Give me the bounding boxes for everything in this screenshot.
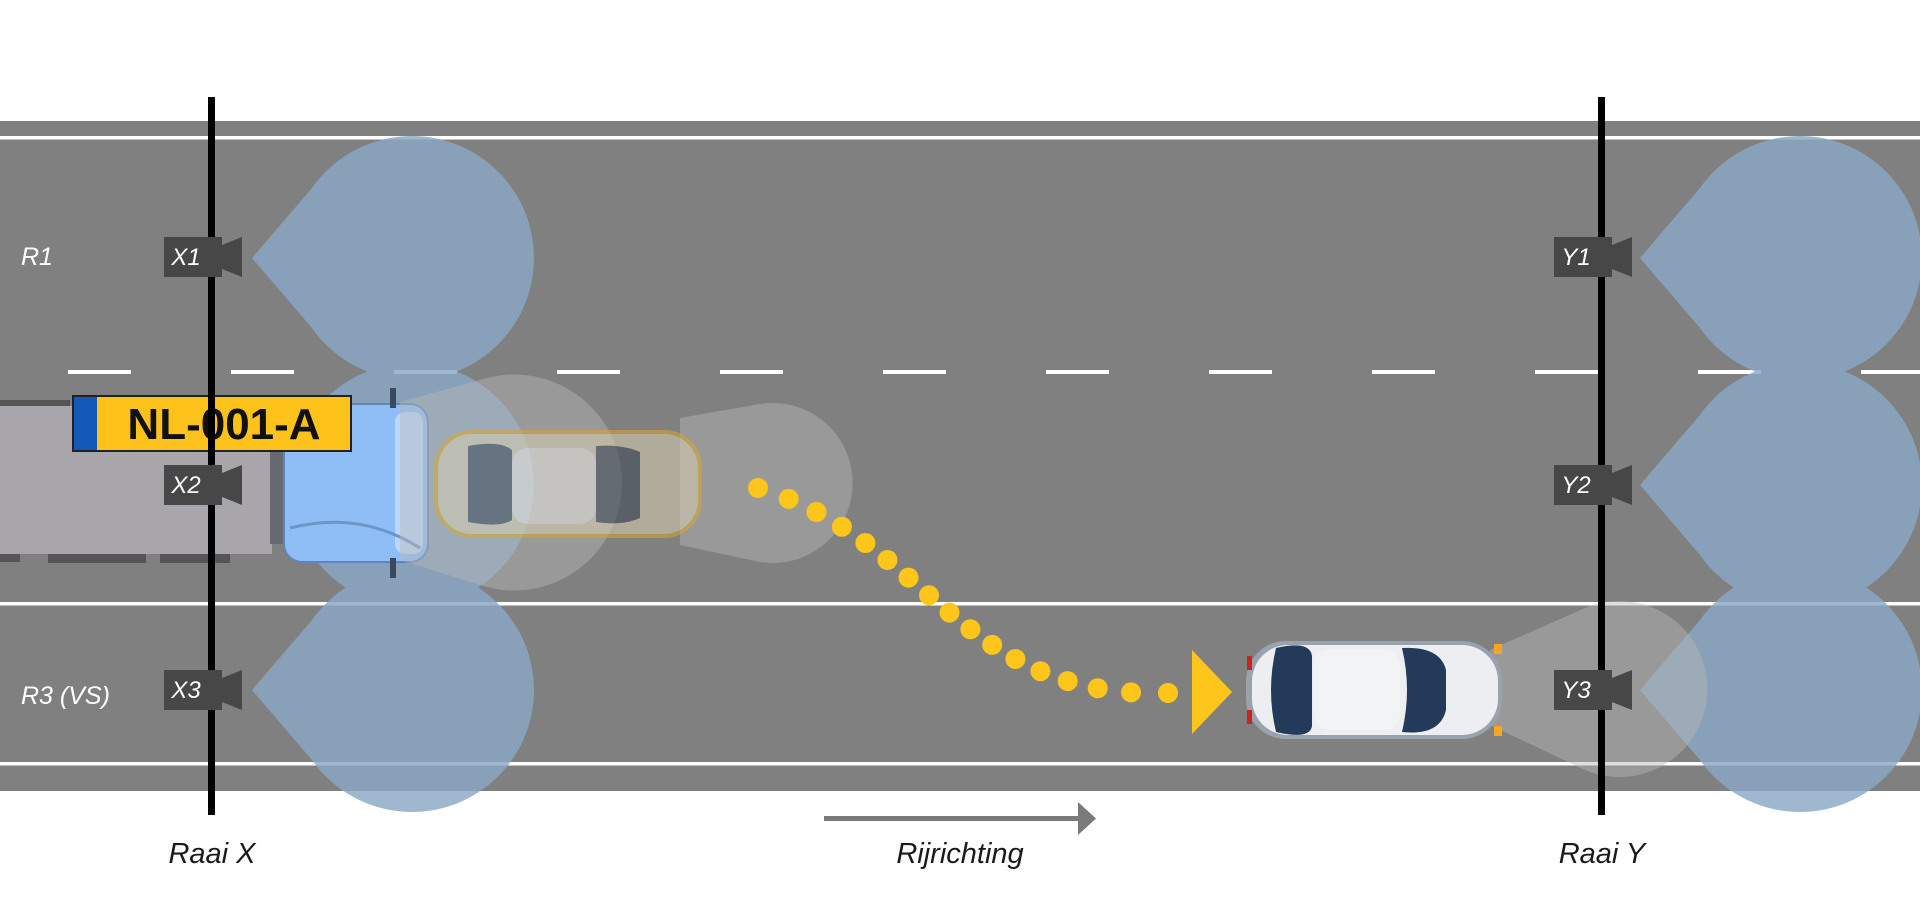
trajectory-dot — [855, 533, 876, 553]
camera-view-x1 — [252, 135, 534, 380]
lane-dash — [720, 370, 783, 374]
trajectory-dot — [748, 478, 768, 498]
camera-view-y2 — [1640, 363, 1920, 607]
trajectory-dot — [1057, 671, 1078, 692]
trajectory-dot — [982, 634, 1003, 655]
raai-y-line — [1598, 97, 1605, 815]
camera-icon — [1612, 237, 1632, 277]
direction-arrow-icon — [824, 802, 1096, 835]
trajectory-dot — [898, 567, 919, 588]
lane-dash — [1209, 370, 1272, 374]
trajectory-arrow-icon — [1192, 650, 1232, 734]
cameras: X1 X2 X3 Y1 Y2 Y3 — [164, 237, 1632, 710]
camera-label-y2: Y2 — [1561, 472, 1590, 499]
raai-y-label: Raai Y — [1559, 838, 1648, 870]
lane-dash — [557, 370, 620, 374]
camera-y1: Y1 — [1554, 237, 1632, 277]
car-icon-ghost — [434, 430, 702, 538]
raai-x-line — [208, 97, 215, 815]
camera-view-y1 — [1640, 136, 1920, 380]
lane-dash — [1372, 370, 1435, 374]
camera-y2: Y2 — [1554, 465, 1632, 505]
car-icon — [1246, 641, 1502, 739]
camera-y3: Y3 — [1554, 670, 1632, 710]
camera-label-x1: X1 — [170, 244, 200, 271]
trajectory-dot — [1005, 649, 1026, 669]
trajectory-dot — [1030, 661, 1051, 682]
camera-x2: X2 — [164, 465, 242, 505]
trajectory — [748, 478, 1178, 703]
lane-label-r1: R1 — [21, 243, 53, 271]
trajectory-dot — [831, 516, 852, 537]
lane-label-r3: R3 (VS) — [21, 682, 110, 710]
camera-icon — [222, 670, 242, 710]
lane-dash — [1046, 370, 1109, 374]
camera-label-x2: X2 — [170, 472, 200, 499]
trajectory-dot — [1158, 683, 1178, 703]
trajectory-dot — [960, 619, 981, 640]
trajectory-dot — [1121, 682, 1141, 703]
lane-dash — [1535, 370, 1598, 374]
camera-label-x3: X3 — [170, 677, 201, 704]
trajectory-dot — [939, 602, 960, 623]
license-plate-text: NL-001-A — [127, 400, 320, 449]
lane-dash — [1861, 370, 1920, 374]
trajectory-dot — [806, 502, 827, 522]
camera-icon — [1612, 670, 1632, 710]
lane-dash — [1698, 370, 1761, 374]
lane-dash — [68, 370, 131, 374]
camera-label-y3: Y3 — [1561, 677, 1591, 704]
lane-dash — [883, 370, 946, 374]
camera-x1: X1 — [164, 237, 242, 277]
camera-x3: X3 — [164, 670, 242, 710]
camera-icon — [222, 465, 242, 505]
trajectory-dot — [1087, 678, 1108, 699]
camera-icon — [1612, 465, 1632, 505]
raai-x-label: Raai X — [168, 838, 257, 870]
camera-view-x3 — [252, 568, 534, 812]
camera-label-y1: Y1 — [1561, 244, 1590, 271]
trajectory-dot — [778, 488, 799, 509]
lane-dash — [231, 370, 294, 374]
camera-view-y3 — [1640, 568, 1920, 812]
trajectory-dot — [877, 550, 898, 570]
direction-label: Rijrichting — [896, 838, 1023, 870]
camera-icon — [222, 237, 242, 277]
trajectory-dot — [919, 585, 939, 606]
